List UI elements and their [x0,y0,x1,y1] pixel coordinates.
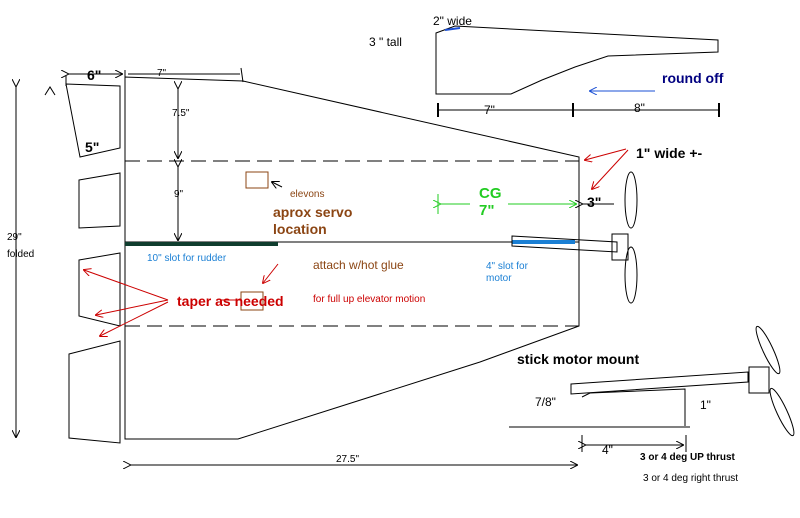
cg-label: CG [479,185,502,202]
dim-7-top-label: 7" [157,68,167,79]
fin-height-label: 3 " tall [369,35,402,49]
rudder-slot-label: 10" slot for rudder [147,253,227,264]
dim-6-label: 6" [87,67,102,83]
round-off-label: round off [662,70,724,86]
servo-box-elevator [240,291,264,311]
one-wide-label: 1" wide +- [636,145,703,161]
servo-box-elevon [245,171,269,189]
cg-7-label: 7" [479,202,495,219]
fin-dimension-lines [437,103,720,117]
dim-3-label: 3" [587,194,602,210]
motor-slot-label-1: 4" slot for [486,261,528,272]
elevons-label: elevons [290,189,325,200]
dim-29-label: 29" [7,232,22,243]
fin-width-label: 2" wide [433,14,472,28]
fin-8-label: 8" [634,101,645,115]
dim-7-5-label: 7.5" [172,108,190,119]
stick-mount-label: stick motor mount [517,351,640,367]
cg-arrows [438,194,576,214]
folded-label: folded [7,249,35,260]
elevator-motion-label: for full up elevator motion [313,294,426,305]
attach-label: attach w/hot glue [313,258,404,272]
dim-9-label: 9" [174,189,184,200]
dimension-arrows [16,67,614,465]
fin-7-label: 7" [484,103,495,117]
right-thrust-label: 3 or 4 deg right thrust [643,473,739,484]
taper-label: taper as needed [177,293,284,309]
up-thrust-label: 3 or 4 deg UP thrust [640,452,735,463]
dim-7-8-label: 7/8" [535,395,556,409]
stick-mount-detail [509,325,795,452]
dim-27-5-label: 27.5" [336,454,360,465]
motor-assembly [511,171,638,304]
servo-label-2: location [273,221,327,237]
red-pointers [84,148,629,336]
dim-1-label: 1" [700,398,711,412]
motor-slot-label-2: motor [486,273,512,284]
servo-label-1: aprox servo [273,204,353,220]
dim-5-label: 5" [85,139,100,155]
dim-4-label: 4" [602,443,613,457]
fin-profile [435,25,719,95]
fold-lines [125,160,579,327]
